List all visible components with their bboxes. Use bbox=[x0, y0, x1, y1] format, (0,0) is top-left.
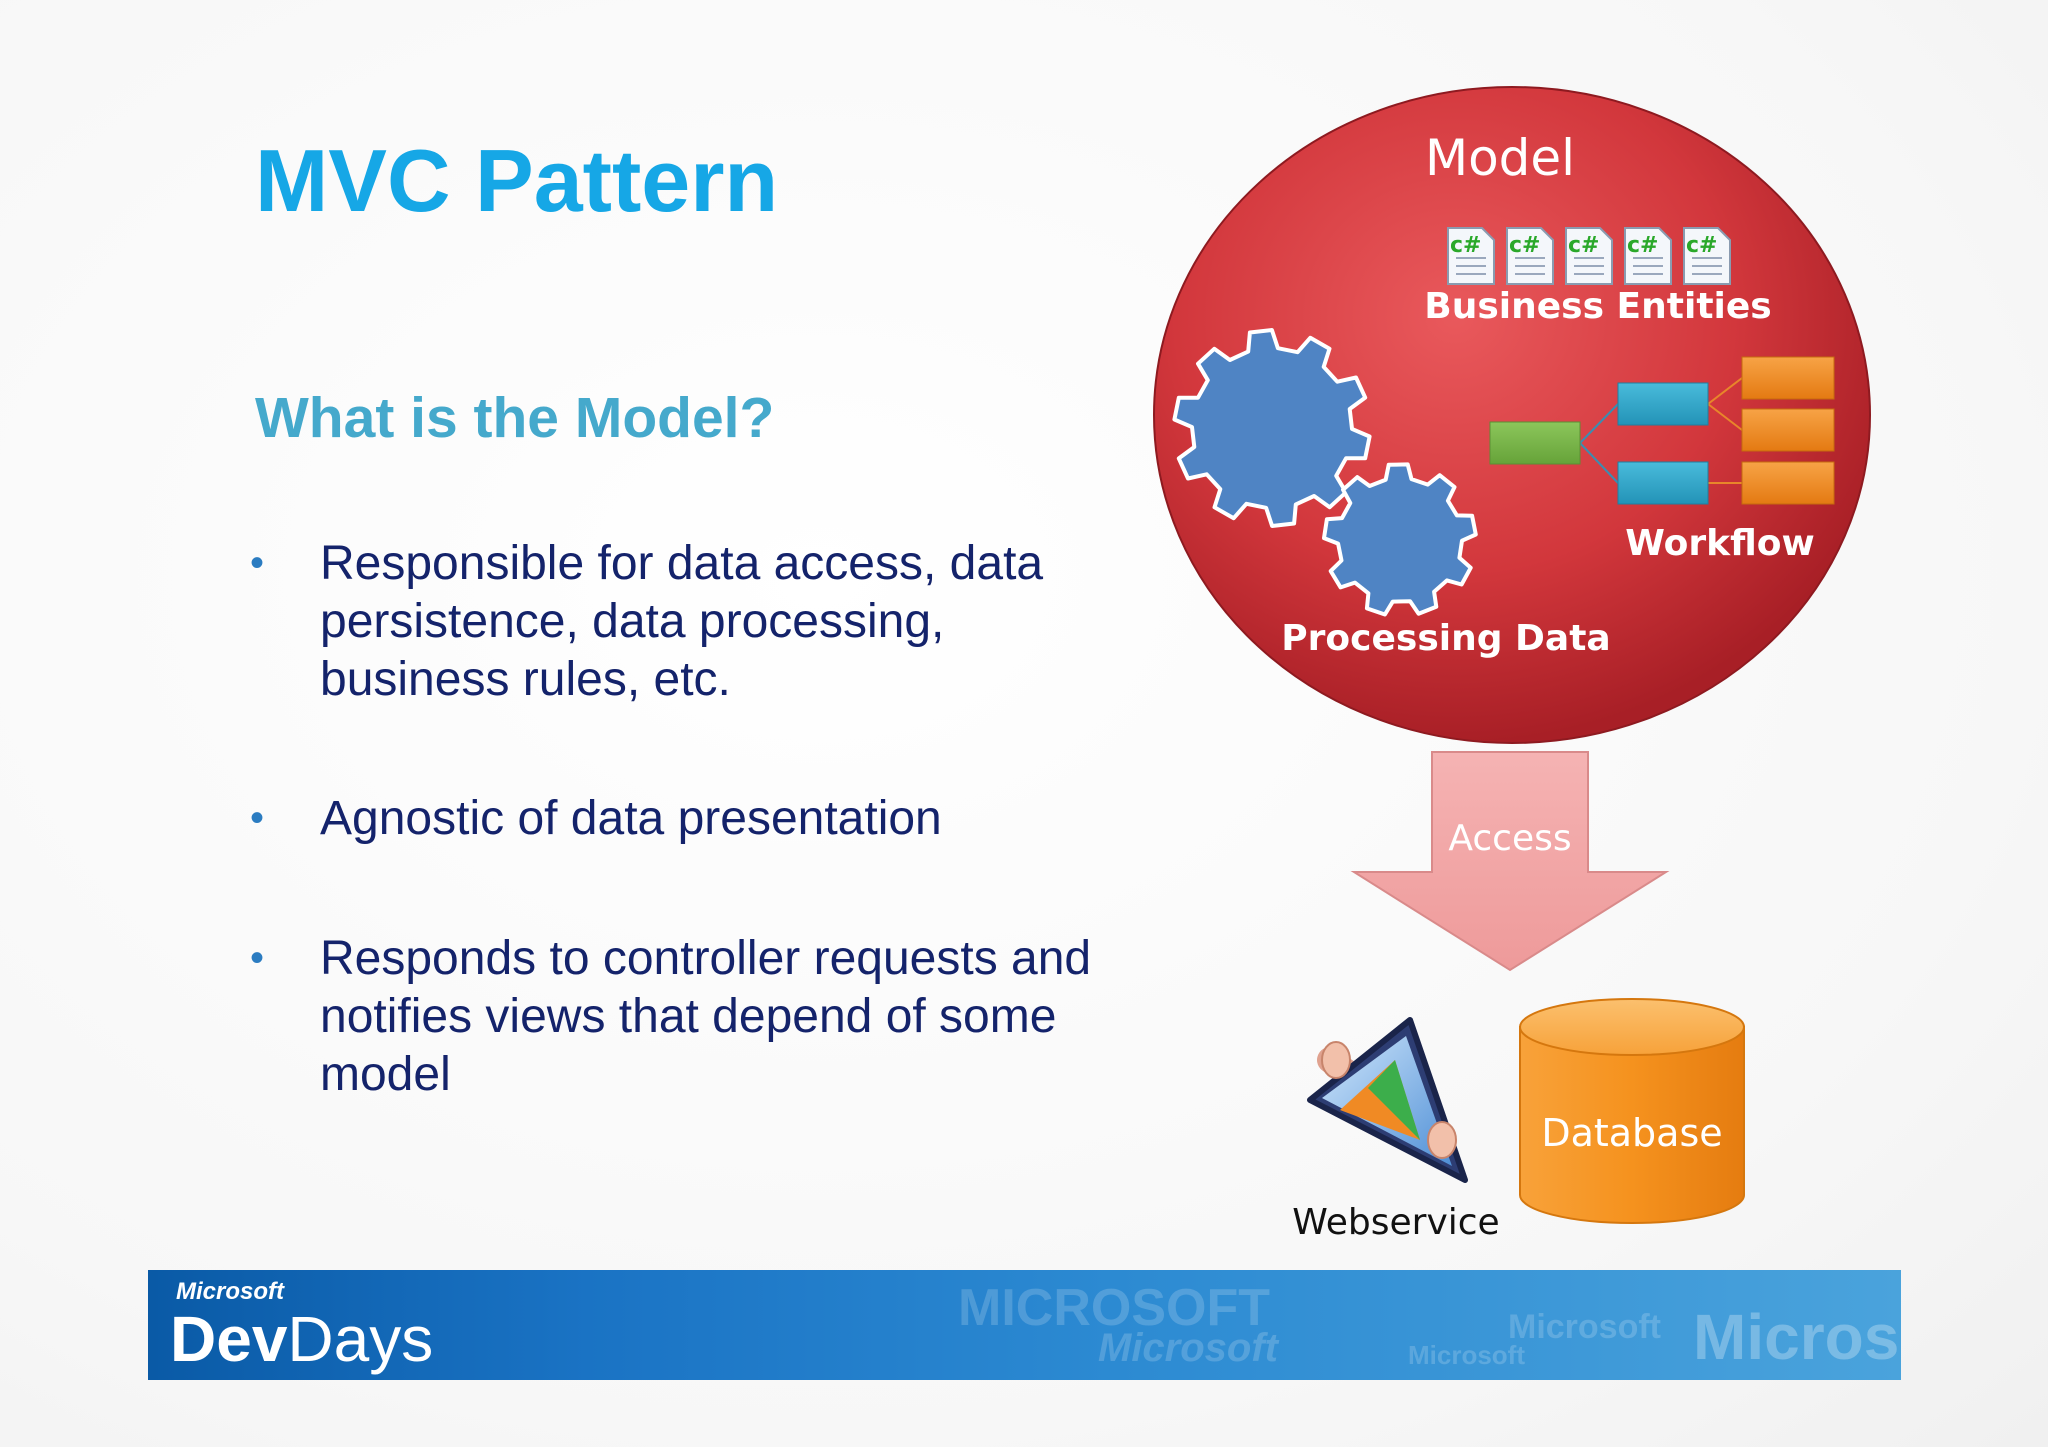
business-entities-label: Business Entities bbox=[1424, 286, 1771, 327]
webservice-icon bbox=[1307, 1017, 1468, 1183]
workflow-leaf-node bbox=[1741, 408, 1835, 452]
microsoft-logo: Microsoft bbox=[176, 1278, 284, 1305]
slide-subtitle: What is the Model? bbox=[255, 386, 775, 450]
workflow-label: Workflow bbox=[1625, 523, 1815, 564]
bullet-line: Agnostic of data presentation bbox=[320, 792, 942, 845]
footer-watermark-text: Microso bbox=[1693, 1301, 1901, 1373]
devdays-logo: DevDays bbox=[170, 1304, 433, 1374]
bullet-text: Responsible for data access, data persis… bbox=[320, 535, 1140, 709]
footer-banner: MICROSOFT Microsoft Microsoft Microsoft … bbox=[148, 1270, 1901, 1380]
devdays-dev: Dev bbox=[170, 1303, 288, 1375]
workflow-node bbox=[1617, 461, 1709, 505]
workflow-leaf-node bbox=[1741, 356, 1835, 400]
webservice-label: Webservice bbox=[1292, 1202, 1499, 1243]
csharp-file-icon: c# bbox=[1447, 227, 1495, 285]
workflow-leaf-node bbox=[1741, 461, 1835, 505]
access-arrow bbox=[1350, 751, 1670, 972]
model-label: Model bbox=[1425, 129, 1575, 187]
footer-watermark-text: Microsoft bbox=[1098, 1326, 1278, 1370]
bullet-line: persistence, data processing, bbox=[320, 595, 945, 648]
csharp-badge: c# bbox=[1686, 233, 1717, 258]
bullet-marker: • bbox=[250, 936, 265, 980]
bullet-line: business rules, etc. bbox=[320, 653, 731, 706]
bullet-line: model bbox=[320, 1048, 451, 1101]
csharp-badge: c# bbox=[1509, 233, 1540, 258]
csharp-file-icon: c# bbox=[1506, 227, 1554, 285]
footer-watermark-text: Microsoft bbox=[1508, 1308, 1661, 1346]
csharp-file-icon: c# bbox=[1565, 227, 1613, 285]
bullet-marker: • bbox=[250, 541, 265, 585]
workflow-root-node bbox=[1489, 421, 1581, 465]
footer-watermark-text: Microsoft bbox=[1408, 1340, 1525, 1370]
database-icon bbox=[1519, 998, 1745, 1224]
gear-icon-small bbox=[1322, 462, 1478, 617]
csharp-badge: c# bbox=[1568, 233, 1599, 258]
csharp-badge: c# bbox=[1627, 233, 1658, 258]
bullet-line: notifies views that depend of some bbox=[320, 990, 1057, 1043]
workflow-node bbox=[1617, 382, 1709, 426]
slide-title: MVC Pattern bbox=[255, 131, 779, 230]
footer-watermark-text: MICROSOFT bbox=[958, 1279, 1270, 1337]
access-label: Access bbox=[1448, 818, 1571, 859]
csharp-file-icon: c# bbox=[1683, 227, 1731, 285]
bullet-line: Responds to controller requests and bbox=[320, 932, 1092, 985]
processing-data-label: Processing Data bbox=[1281, 618, 1610, 659]
gear-icon-large bbox=[1172, 328, 1372, 528]
csharp-badge: c# bbox=[1450, 233, 1481, 258]
bullet-marker: • bbox=[250, 796, 265, 840]
csharp-file-icons: c# c# c# c# c# bbox=[1447, 227, 1731, 285]
database-label: Database bbox=[1541, 1111, 1722, 1155]
bullet-line: Responsible for data access, data bbox=[320, 537, 1044, 590]
bullet-text: Responds to controller requests and noti… bbox=[320, 930, 1140, 1104]
bullet-text: Agnostic of data presentation bbox=[320, 790, 1140, 848]
devdays-days: Days bbox=[287, 1303, 434, 1375]
workflow-tree bbox=[1489, 356, 1835, 505]
csharp-file-icon: c# bbox=[1624, 227, 1672, 285]
